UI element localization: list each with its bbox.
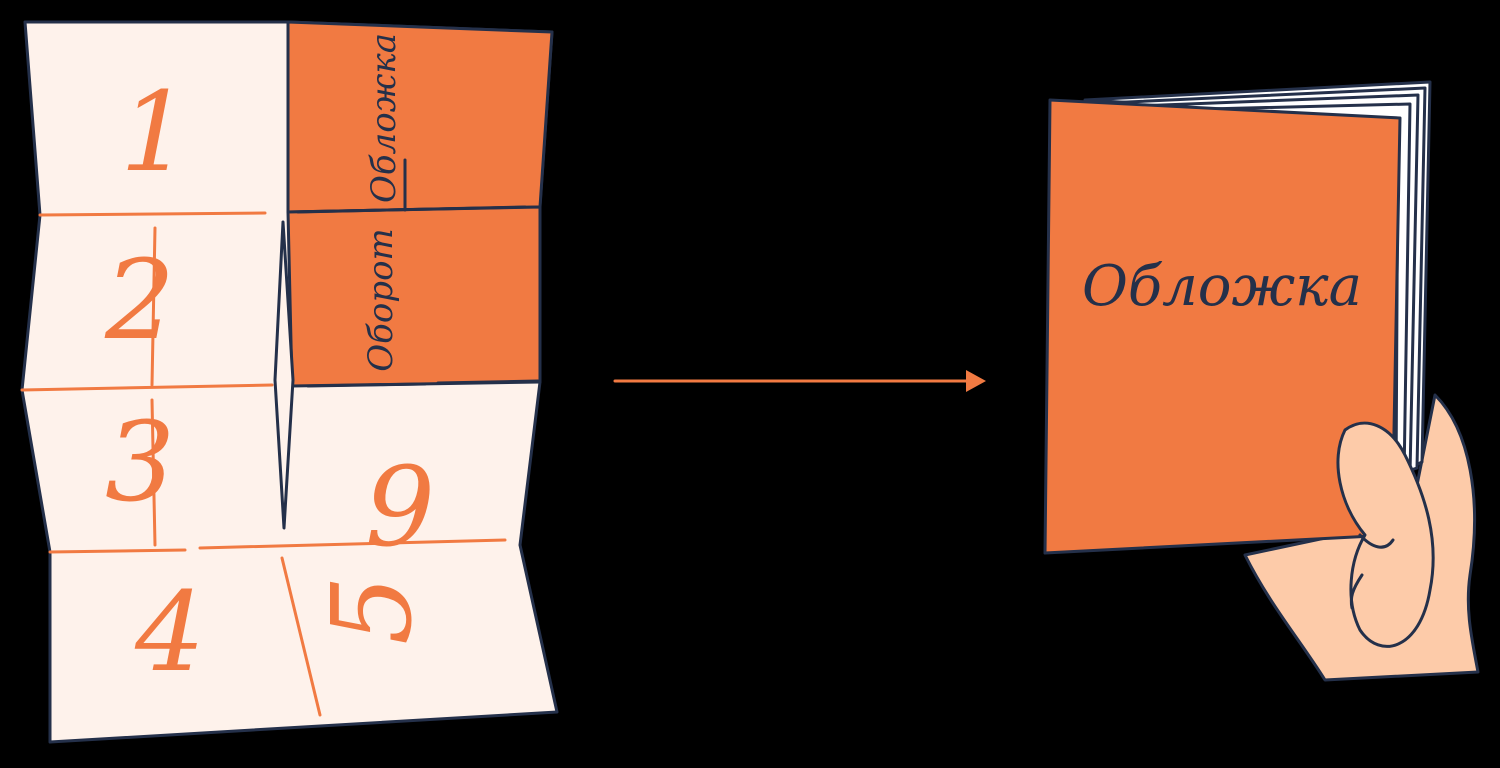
cover-panel	[286, 20, 554, 214]
back-label: Оборот	[361, 228, 401, 372]
thumb	[1336, 421, 1435, 648]
panel-number-1: 1	[120, 68, 190, 196]
panel-number-5: 5	[308, 575, 436, 645]
panel-number-2: 2	[104, 236, 175, 364]
back-panel	[286, 205, 542, 388]
fold-lines-dark	[296, 158, 540, 388]
booklet-cover-title: Обложка	[1082, 254, 1362, 319]
panel-number-6: 6	[365, 439, 435, 567]
panel-number-3: 3	[105, 398, 175, 526]
arrow-right-icon	[613, 370, 986, 392]
fold-lines	[20, 211, 507, 717]
panel-number-4: 4	[134, 568, 205, 696]
cover-label: Обложка	[364, 33, 404, 203]
center-slit	[273, 220, 295, 530]
booklet-in-hand: Обложка	[1043, 80, 1480, 682]
unfolded-sheet: 1 2 3 4 5 6 Обложка Оборот	[20, 20, 559, 744]
